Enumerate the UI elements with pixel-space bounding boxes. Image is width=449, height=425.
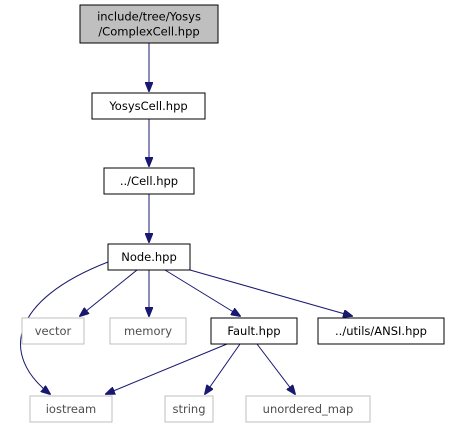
node-box [164,395,214,423]
node-label: include/tree/Yosys [97,10,201,24]
node-box [245,395,371,423]
node-label: ../utils/ANSI.hpp [335,324,427,338]
node-label: /ComplexCell.hpp [98,25,199,39]
node-string: string [164,395,214,423]
node-box [91,92,206,120]
edges-layer [20,43,352,394]
edge-fault-to-unordered_map [256,343,295,394]
node-yosyscell[interactable]: YosysCell.hpp [91,92,206,120]
node-cell[interactable]: ../Cell.hpp [103,167,195,195]
node-label: string [172,402,205,416]
node-label: ../Cell.hpp [120,174,178,188]
node-iostream: iostream [29,395,113,423]
node-label: YosysCell.hpp [108,99,187,113]
edge-node-to-vector [80,269,138,316]
node-box [29,395,113,423]
node-label: memory [124,324,172,338]
node-label: Fault.hpp [227,324,280,338]
nodes-layer: include/tree/Yosys/ComplexCell.hppYosysC… [21,4,445,423]
node-ansi[interactable]: ../utils/ANSI.hpp [317,317,445,345]
node-memory: memory [109,317,187,345]
node-node[interactable]: Node.hpp [107,243,191,271]
node-box [21,317,85,345]
node-box [79,4,219,44]
edge-node-to-fault [164,269,240,316]
node-box [109,317,187,345]
node-box [103,167,195,195]
node-vector: vector [21,317,85,345]
node-unordered-map: unordered_map [245,395,371,423]
node-box [107,243,191,271]
node-label: Node.hpp [121,250,177,264]
node-label: iostream [46,402,97,416]
node-box [210,317,298,345]
node-box [317,317,445,345]
node-root[interactable]: include/tree/Yosys/ComplexCell.hpp [79,4,219,44]
node-label: unordered_map [263,402,354,416]
edge-fault-to-iostream [106,343,228,394]
node-label: vector [35,324,72,338]
edge-node-to-ansi [189,269,352,316]
edge-fault-to-string [205,343,241,394]
node-fault[interactable]: Fault.hpp [210,317,298,345]
